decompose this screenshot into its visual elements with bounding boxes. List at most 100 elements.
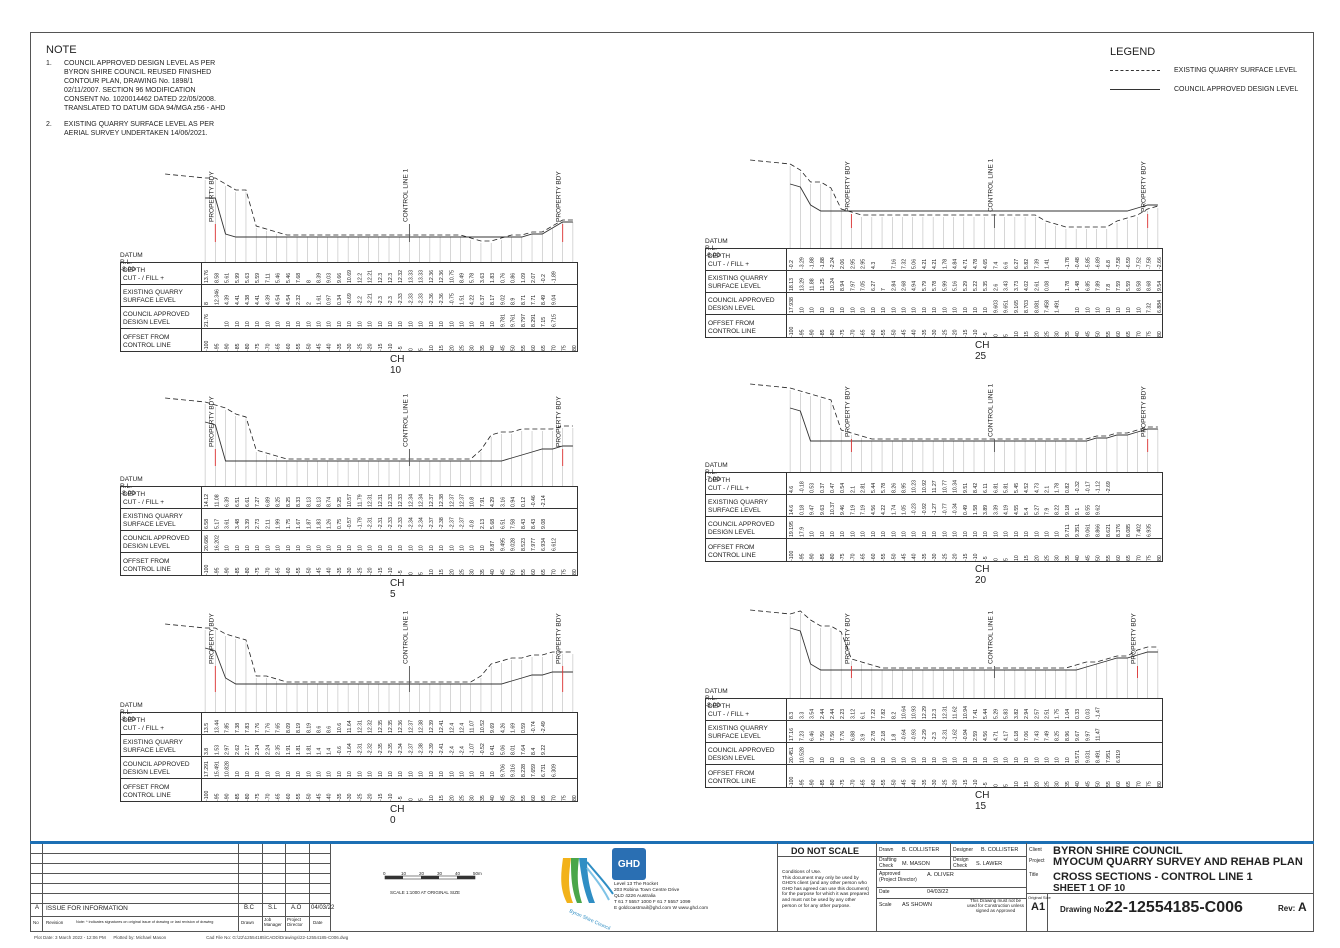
cell-value: 4.3 xyxy=(871,262,877,269)
cell-value: 4.54 xyxy=(286,295,292,305)
cell-value: 10 xyxy=(470,321,476,327)
cell-value: -100 xyxy=(204,341,210,351)
cell-value: 10 xyxy=(276,545,282,551)
cell-value: 2.24 xyxy=(265,745,271,755)
row-values: -100-95-90-85-80-75-70-65-60-55-50-45-40… xyxy=(789,777,1163,787)
cell-value: -40 xyxy=(912,779,918,787)
cell-value: 12.33 xyxy=(398,494,404,507)
drawn-label: Drawn xyxy=(879,847,894,853)
cell-value: -0.34 xyxy=(953,503,959,515)
cell-value: 15 xyxy=(439,569,445,575)
cell-value: -100 xyxy=(204,565,210,575)
cell-value: 7.56 xyxy=(820,731,826,741)
legend-item-design: COUNCIL APPROVED DESIGN LEVEL xyxy=(1110,80,1298,99)
cell-value: -50 xyxy=(891,779,897,787)
cell-value: 10 xyxy=(810,307,816,313)
cell-value: -90 xyxy=(810,779,816,787)
scale-bar xyxy=(384,875,476,880)
cell-value: -0.6 xyxy=(337,746,343,755)
cell-value: 12.2 xyxy=(357,273,363,283)
cell-value: 10 xyxy=(1106,307,1112,313)
cell-value: 10 xyxy=(235,321,241,327)
cell-value: 10 xyxy=(881,531,887,537)
cell-value: 12.4 xyxy=(449,723,455,733)
cell-value: 7.23 xyxy=(799,731,805,741)
cell-value: 8.55 xyxy=(1085,505,1091,515)
cell-value: 7.56 xyxy=(830,731,836,741)
section-title: CH 15 xyxy=(975,790,990,812)
cell-value: -80 xyxy=(830,553,836,561)
plotted-by-label: Plotted by: xyxy=(113,935,135,940)
cell-value: 55 xyxy=(1106,781,1112,787)
cell-value: 1.05 xyxy=(901,505,907,515)
date-label: Date xyxy=(879,889,890,895)
cell-value: -75 xyxy=(255,567,261,575)
design-check: S. LAWER xyxy=(976,861,1003,867)
cell-value: 3.12 xyxy=(850,709,856,719)
cell-value: 1.69 xyxy=(511,723,517,733)
note-number: 1. xyxy=(46,60,52,67)
cell-value: -30 xyxy=(347,343,353,351)
offset-row: OFFSET FROM CONTROL LINE-100-95-90-85-80… xyxy=(121,779,578,803)
cell-value: 80 xyxy=(1157,555,1163,561)
cell-value: -2.69 xyxy=(1106,481,1112,493)
cell-value: 6.884 xyxy=(1157,300,1163,313)
cell-value: 6.612 xyxy=(551,538,557,551)
existing-surface-lead-in xyxy=(750,159,791,165)
title-block: A ISSUE FOR INFORMATION B.C S.L A.O 04/0… xyxy=(30,841,1314,932)
title-label: Title xyxy=(1029,872,1039,878)
cell-value: -10 xyxy=(388,343,394,351)
cell-value: 0.34 xyxy=(337,295,343,305)
cell-value: 10 xyxy=(1014,757,1020,763)
existing-surface-line xyxy=(204,401,573,460)
cell-value: -85 xyxy=(235,343,241,351)
section-title: CH 20 xyxy=(975,564,990,586)
cell-value: 6.309 xyxy=(551,764,557,777)
cell-value: 10.93 xyxy=(912,706,918,719)
scale-tick-label: 0 xyxy=(383,871,386,876)
cell-value: -10 xyxy=(388,793,394,801)
rev-label: Rev: xyxy=(1278,904,1296,913)
cell-value: -80 xyxy=(830,779,836,787)
cell-value: 8.42 xyxy=(973,483,979,493)
cell-value: 10 xyxy=(861,307,867,313)
cell-value: -65 xyxy=(276,343,282,351)
cell-value: 10 xyxy=(398,321,404,327)
cell-value: -50 xyxy=(891,329,897,337)
row-label: DEPTH CUT - / FILL + xyxy=(708,477,749,492)
cell-value: 9.03 xyxy=(327,273,333,283)
cell-value: 6.81 xyxy=(993,483,999,493)
cell-value: -5 xyxy=(398,570,404,575)
cell-value: 10 xyxy=(449,545,455,551)
cell-value: 7.32 xyxy=(901,259,907,269)
cell-value: 10 xyxy=(1014,781,1020,787)
cell-value: 17.9 xyxy=(799,527,805,537)
cell-value: 5.79 xyxy=(922,281,928,291)
cell-value: 10 xyxy=(460,771,466,777)
cell-value: 75 xyxy=(1147,781,1153,787)
plot-date-label: Plot Date: xyxy=(34,935,54,940)
cell-value: 3.63 xyxy=(480,273,486,283)
cell-value: 5.17 xyxy=(214,519,220,529)
cell-value: 12.31 xyxy=(378,494,384,507)
cell-value: 5.22 xyxy=(973,281,979,291)
cell-value: -75 xyxy=(840,779,846,787)
cell-value: 10 xyxy=(245,321,251,327)
cell-value: 9.04 xyxy=(551,295,557,305)
cell-value: 12.34 xyxy=(419,494,425,507)
cell-value: -60 xyxy=(286,343,292,351)
cell-value: 10 xyxy=(480,321,486,327)
cell-value: 12.29 xyxy=(922,706,928,719)
cell-value: 2.06 xyxy=(840,259,846,269)
cell-value: -1.47 xyxy=(1096,707,1102,719)
cell-value: 20.451 xyxy=(789,747,795,763)
cell-value: 10 xyxy=(306,321,312,327)
cell-value: -70 xyxy=(850,329,856,337)
cell-value: 10 xyxy=(235,545,241,551)
cell-value: 6.11 xyxy=(983,483,989,493)
cell-value: -85 xyxy=(820,329,826,337)
